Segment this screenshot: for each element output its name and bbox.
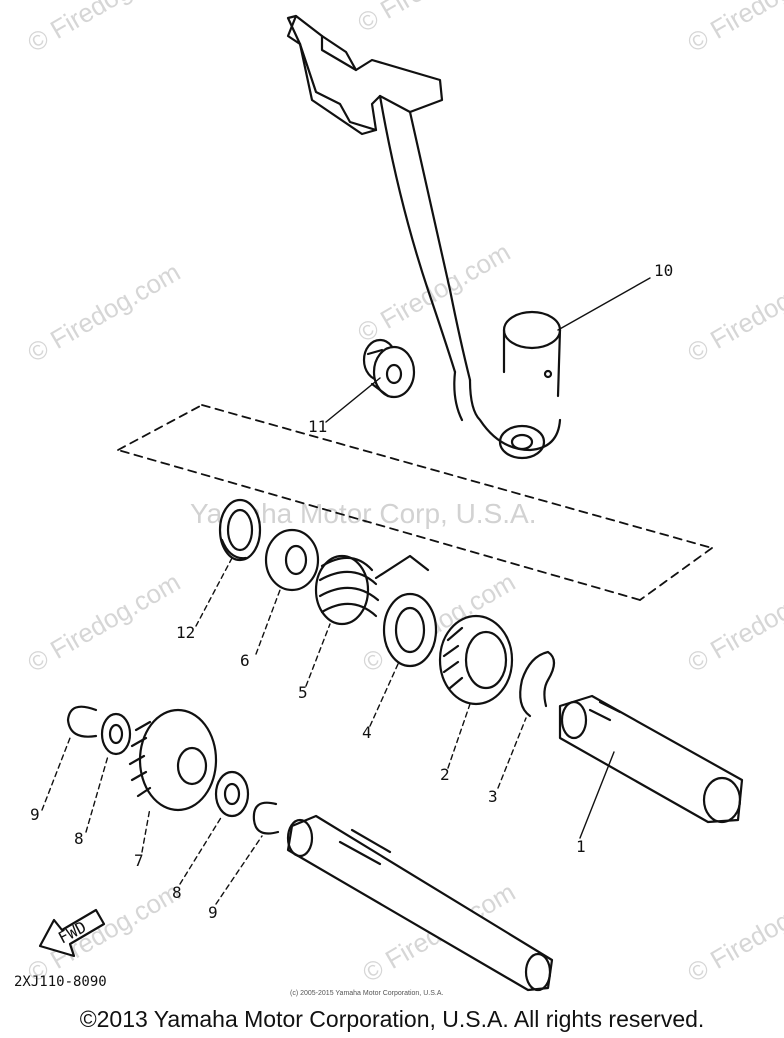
- callout-10: 10: [654, 261, 673, 280]
- callout-9-upper: 9: [30, 805, 40, 824]
- callout-2: 2: [440, 765, 450, 784]
- callout-9-lower: 9: [208, 903, 218, 922]
- ratchet-wheel-part: [438, 614, 514, 706]
- callout-12: 12: [176, 623, 195, 642]
- bushing-part: [362, 338, 416, 399]
- callout-1: 1: [576, 837, 586, 856]
- washer-part-4: [382, 592, 438, 668]
- oil-seal-part: [218, 498, 262, 562]
- circlip-part-9-lower: [252, 801, 280, 835]
- kick-axle-part: [558, 694, 744, 824]
- idle-gear-part: [128, 708, 218, 812]
- fwd-arrow-icon: [38, 908, 106, 958]
- dashed-assembly-box: [117, 404, 713, 601]
- leader-lines: [41, 277, 651, 905]
- callout-3: 3: [488, 787, 498, 806]
- document-code: 2XJ110-8090: [14, 974, 107, 990]
- washer-part-8-upper: [100, 712, 132, 756]
- circlip-part-9-upper: [66, 705, 98, 738]
- lower-shaft-part: [286, 814, 554, 992]
- callout-7: 7: [134, 851, 144, 870]
- torsion-spring-part: [314, 554, 430, 626]
- clip-part: [519, 650, 556, 718]
- callout-6: 6: [240, 651, 250, 670]
- small-copyright: (c) 2005-2015 Yamaha Motor Corporation, …: [290, 990, 444, 997]
- callout-4: 4: [362, 723, 372, 742]
- callout-8-upper: 8: [74, 829, 84, 848]
- callout-5: 5: [298, 683, 308, 702]
- washer-part-8-lower: [214, 770, 250, 818]
- kick-lever-part: [286, 14, 562, 460]
- callout-8-lower: 8: [172, 883, 182, 902]
- callout-11: 11: [308, 417, 327, 436]
- copyright-notice: ©2013 Yamaha Motor Corporation, U.S.A. A…: [79, 1006, 705, 1032]
- collar-part: [264, 528, 320, 592]
- kick-starter-diagram: FWD 1 2 3 4 5 6 7 8 8 9 9 10 11 12: [30, 14, 744, 992]
